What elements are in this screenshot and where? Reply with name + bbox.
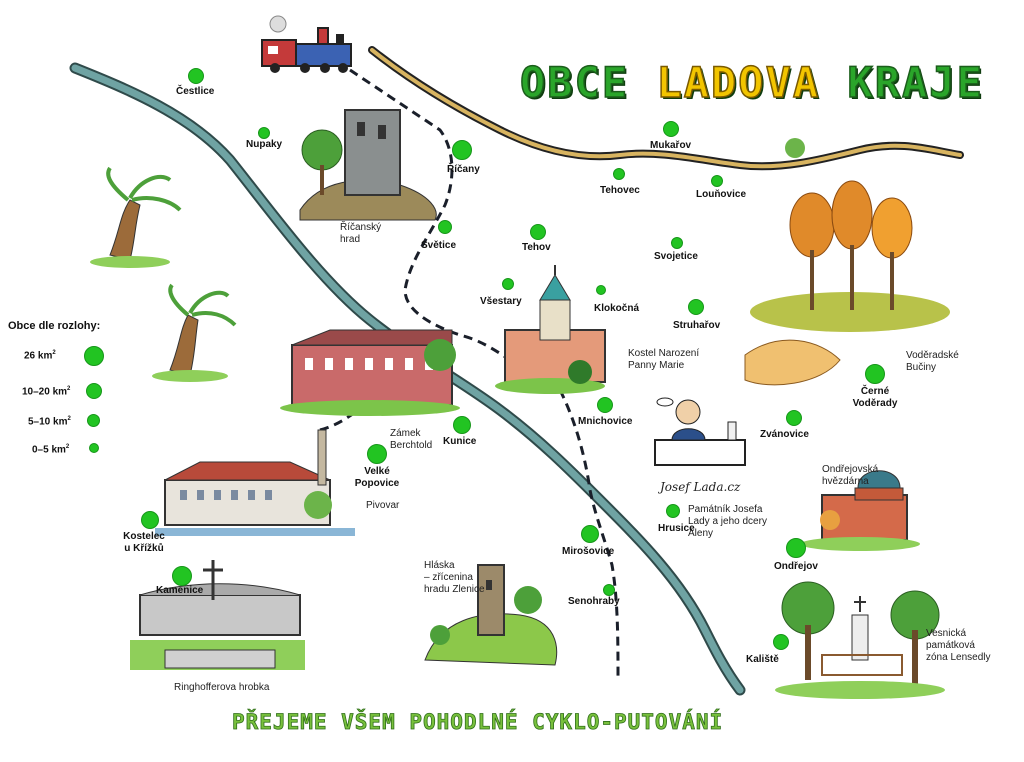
legend-item-26: 26 km2 <box>24 350 56 362</box>
village-dot-kostelec <box>141 511 159 529</box>
village-dot-ricany <box>452 140 472 160</box>
landmark-ringhofferova-hrobka: Ringhofferova hrobka <box>174 682 270 693</box>
village-dot-cerne-voderady <box>865 364 885 384</box>
village-dot-cestlice <box>188 68 204 84</box>
village-dot-mukarov <box>663 121 679 137</box>
legend-item-10-20: 10–20 km2 <box>22 386 71 398</box>
village-dot-kamenice <box>172 566 192 586</box>
village-label-senohraby: Senohraby <box>568 596 620 607</box>
village-dot-kunice <box>453 416 471 434</box>
village-label-tehovec: Tehovec <box>600 185 640 196</box>
village-label-klokocna: Klokočná <box>594 303 640 314</box>
village-label-tehov: Tehov <box>522 242 551 253</box>
church-illustration <box>495 265 606 394</box>
willow-tree-illustration <box>90 166 237 382</box>
village-label-ricany: Říčany <box>447 164 480 175</box>
village-label-zvanovice: Zvánovice <box>760 429 809 440</box>
brewery-illustration <box>155 429 355 536</box>
village-dot-ondrejov <box>786 538 806 558</box>
village-label-lounovice: Louňovice <box>696 189 747 200</box>
footer-slogan: PŘEJEME VŠEM POHODLNÉ CYKLO-PUTOVÁNÍ <box>232 710 724 735</box>
village-dot-zvanovice <box>786 410 802 426</box>
village-dot-svetice <box>438 220 452 234</box>
landmark-voderadske-buciny: Voděradské Bučiny <box>906 350 959 373</box>
village-dot-tehovec <box>613 168 625 180</box>
village-label-vsestary: Všestary <box>480 296 522 307</box>
ricany-castle-illustration <box>299 109 437 221</box>
josef-lada-signature: Josef Lada.cz <box>660 480 741 494</box>
legend-dot-0-5 <box>89 443 99 453</box>
village-label-ondrejov: Ondřejov <box>774 561 818 572</box>
village-dot-nupaky <box>258 127 270 139</box>
village-dot-mirosovice <box>581 525 599 543</box>
ringhoffer-tomb-illustration <box>130 560 305 670</box>
village-dot-klokocna <box>596 285 606 295</box>
village-dot-kaliste <box>773 634 789 650</box>
village-label-svetice: Světice <box>421 240 457 251</box>
village-label-mirosovice: Mirošovice <box>562 546 615 557</box>
landmark-pamatnik: Památník Josefa Lady a jeho dcery Aleny <box>688 504 767 539</box>
landmark-hvezdarna: Ondřejovská hvězdárna <box>822 464 879 487</box>
village-label-kunice: Kunice <box>443 436 477 447</box>
village-label-svojetice: Svojetice <box>654 251 698 262</box>
village-label-kamenice: Kamenice <box>156 585 204 596</box>
legend-dot-26 <box>84 346 104 366</box>
village-dot-velke-popovice <box>367 444 387 464</box>
village-dot-vsestary <box>502 278 514 290</box>
railway <box>349 68 511 362</box>
landmark-pivovar: Pivovar <box>366 500 400 511</box>
small-tree-illustration <box>785 138 805 158</box>
village-label-mukarov: Mukařov <box>650 140 692 151</box>
village-label-struharov: Struhařov <box>673 320 721 331</box>
landmark-ricansky-hrad: Říčanský hrad <box>340 222 382 245</box>
village-label-cestlice: Čestlice <box>176 86 215 97</box>
map-title: OBCE LADOVA KRAJE <box>519 57 984 108</box>
train-illustration <box>261 15 352 73</box>
landmark-kostel: Kostel Narození Panny Marie <box>628 348 700 371</box>
village-label-hrusice: Hrusice <box>658 523 695 534</box>
landmark-zamek-berchtold: Zámek Berchtold <box>390 428 433 451</box>
village-label-nupaky: Nupaky <box>246 139 283 150</box>
legend-item-5-10: 5–10 km2 <box>28 416 71 428</box>
landmark-lensedly: Vesnická památková zóna Lensedly <box>926 628 991 663</box>
legend-dot-5-10 <box>87 414 100 427</box>
voderadske-buciny-illustration <box>744 180 950 386</box>
village-dot-tehov <box>530 224 546 240</box>
legend-title: Obce dle rozlohy: <box>8 320 101 332</box>
berchtold-castle-illustration <box>280 329 460 416</box>
village-dot-struharov <box>688 299 704 315</box>
legend-item-0-5: 0–5 km2 <box>32 444 70 456</box>
village-dot-hrusice <box>666 504 680 518</box>
village-dot-svojetice <box>671 237 683 249</box>
lensedly-illustration <box>775 581 945 699</box>
legend-dot-10-20 <box>86 383 102 399</box>
hlaska-ruin-illustration <box>424 564 558 666</box>
village-dot-mnichovice <box>597 397 613 413</box>
village-dot-senohraby <box>603 584 615 596</box>
josef-lada-portrait-illustration <box>654 397 746 466</box>
village-dot-lounovice <box>711 175 723 187</box>
village-label-kaliste: Kaliště <box>746 654 779 665</box>
observatory-illustration <box>800 470 920 551</box>
village-label-mnichovice: Mnichovice <box>578 416 633 427</box>
landmark-hlaska: Hláska – zřícenina hradu Zlenice <box>424 560 485 595</box>
